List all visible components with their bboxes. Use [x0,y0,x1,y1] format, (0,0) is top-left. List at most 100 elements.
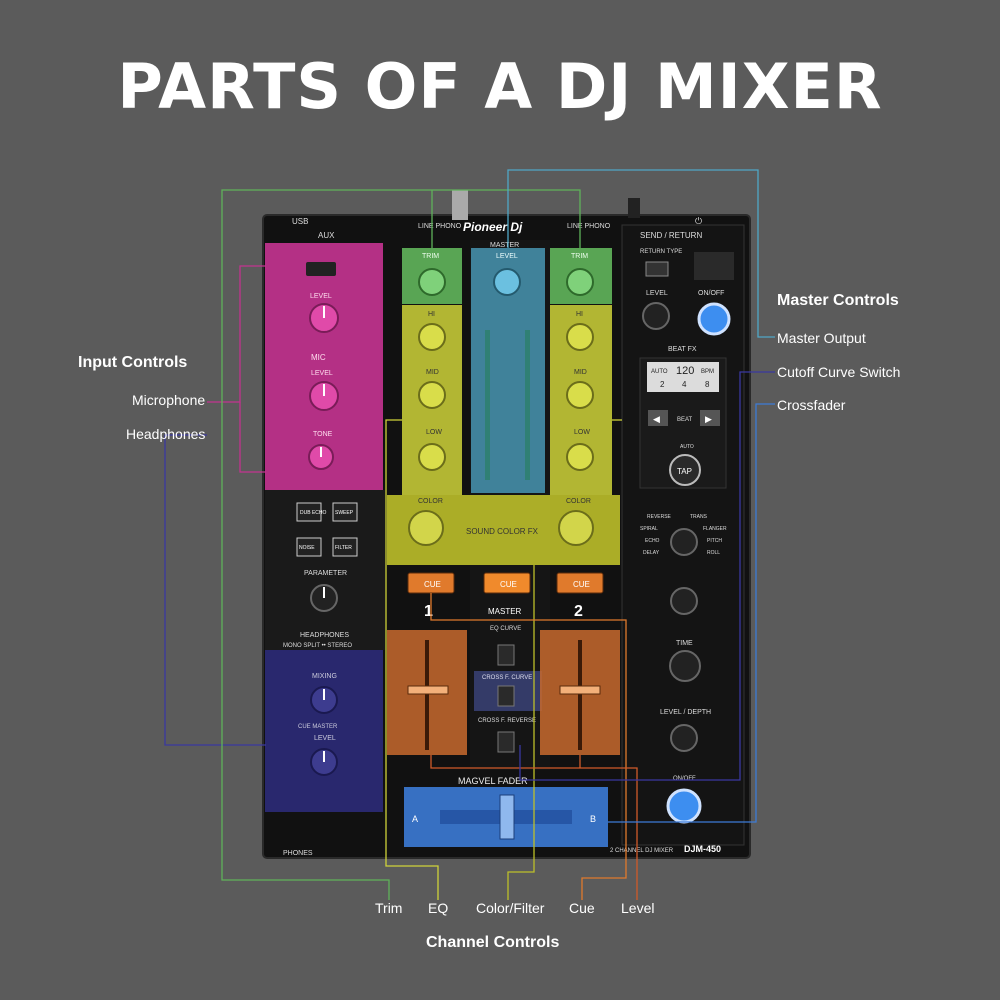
send-return-on-off-button[interactable] [697,302,731,336]
level-callout-label: Level [621,900,655,916]
cable-connector [452,190,468,220]
usb-label: USB [292,217,308,226]
color-knob-2[interactable] [558,510,594,546]
low-label-2: LOW [574,429,590,436]
eq-low-knob-2[interactable] [566,443,594,471]
headphones-level-label: LEVEL [314,735,336,742]
channel-number-2: 2 [574,603,583,620]
filter-button[interactable]: FILTER [335,545,352,551]
headphones-callout-label: Headphones [126,426,206,442]
headphones-section: MIXING CUE MASTER LEVEL [265,650,383,812]
headphones-label: HEADPHONES [300,632,349,639]
beat-fx-label: BEAT FX [668,346,697,353]
bpm-auto: AUTO [651,369,668,375]
eq-curve-switch[interactable] [497,644,515,666]
cue-label-1: CUE [424,580,441,589]
sweep-button[interactable]: SWEEP [335,510,354,516]
cue-master-label: CUE MASTER [298,724,338,730]
microphone-label: Microphone [132,392,206,408]
input-selector-switch[interactable] [306,262,336,276]
crossfader-callout-label: Crossfader [777,397,846,413]
channel-fader-2[interactable] [559,685,601,695]
master-level-knob[interactable] [493,268,521,296]
cue-callout-label: Cue [569,900,595,916]
fx-spiral: SPIRAL [640,526,658,532]
right-arrow-icon: ▶ [705,414,712,424]
dub-echo-button[interactable]: DUB ECHO [300,510,327,516]
headphones-line [164,434,266,746]
return-type-switch[interactable] [645,261,669,277]
eq-mid-knob-1[interactable] [418,381,446,409]
beat-fx-on-off-button[interactable] [666,788,702,824]
level-depth-knob[interactable] [670,724,698,752]
on-off-label: ON/OFF [698,290,724,297]
beat-fx-on-off-label: ON/OFF [673,776,696,782]
cue-button-master[interactable] [483,572,531,594]
cue-label-2: CUE [573,580,590,589]
trim-label-2: TRIM [571,253,588,260]
beat-left-button[interactable] [648,410,668,426]
cross-f-reverse-switch[interactable] [497,731,515,753]
eq-hi-knob-2[interactable] [566,323,594,351]
power-icon: ⏻ [695,216,702,226]
channel-number-1: 1 [424,603,433,620]
master-level-label: LEVEL [496,253,518,260]
channel-controls-heading: Channel Controls [426,934,560,951]
tap-button[interactable] [669,454,701,486]
power-knob [628,198,640,218]
color-label-1: COLOR [418,498,443,505]
mic-aux-section: LEVEL MIC LEVEL TONE [265,243,383,490]
model-desc: 2 CHANNEL DJ MIXER [610,848,674,854]
fx-reverse: REVERSE [647,514,672,520]
master-controls-heading: Master Controls [777,292,899,309]
low-label-1: LOW [426,429,442,436]
crossfader-line [608,403,775,823]
hi-label-1: HI [428,311,435,318]
level-meter-leds [485,330,530,480]
crossfader-b: B [590,814,596,824]
eq-low-knob-1[interactable] [418,443,446,471]
color-knob-1[interactable] [408,510,444,546]
beat-right-button[interactable] [700,410,720,426]
beat-value-8: 8 [705,380,710,389]
beat-label: BEAT [677,417,693,423]
crossfader-knob[interactable] [499,794,515,840]
eq-hi-knob-1[interactable] [418,323,446,351]
noise-button[interactable]: NOISE [299,545,315,551]
model-name: DJM-450 [684,844,721,854]
mid-label-1: MID [426,369,439,376]
cutoff-curve-line [519,371,775,781]
fx-channel-select-knob[interactable] [670,587,698,615]
send-return-level-knob[interactable] [642,302,670,330]
bpm-unit: BPM [701,369,714,375]
fx-delay: DELAY [643,550,660,556]
channel-fader-1[interactable] [407,685,449,695]
fx-select-knob[interactable] [670,528,698,556]
cross-f-curve-switch[interactable] [497,685,515,707]
eq-callout-label: EQ [428,900,449,916]
cue-line [430,593,627,900]
fx-trans: TRANS [690,514,708,520]
eq-mid-knob-2[interactable] [566,381,594,409]
line-phono-left: LINE PHONO [418,223,462,230]
magvel-fader-label: MAGVEL FADER [458,776,528,786]
cross-f-curve-label: CROSS F. CURVE [482,675,532,681]
usb-port [694,252,734,280]
tap-label: TAP [677,467,692,476]
master-level-meter: LEVEL [471,248,545,493]
aux-label: AUX [318,231,335,240]
trim-knob-2[interactable] [566,268,594,296]
eq-curve-label: EQ CURVE [490,626,521,632]
cross-f-reverse-label: CROSS F. REVERSE [478,718,536,724]
input-controls-heading: Input Controls [78,354,188,371]
eq-line [385,419,439,900]
trim-label-1: TRIM [422,253,439,260]
tone-label: TONE [313,431,333,438]
cue-button-2[interactable] [556,572,604,594]
left-arrow-icon: ◀ [653,414,660,424]
trim-knob-1[interactable] [418,268,446,296]
time-knob[interactable] [669,650,701,682]
aux-level-label: LEVEL [310,293,332,300]
return-type-label: RETURN TYPE [640,249,682,255]
master-output-line [507,169,775,338]
